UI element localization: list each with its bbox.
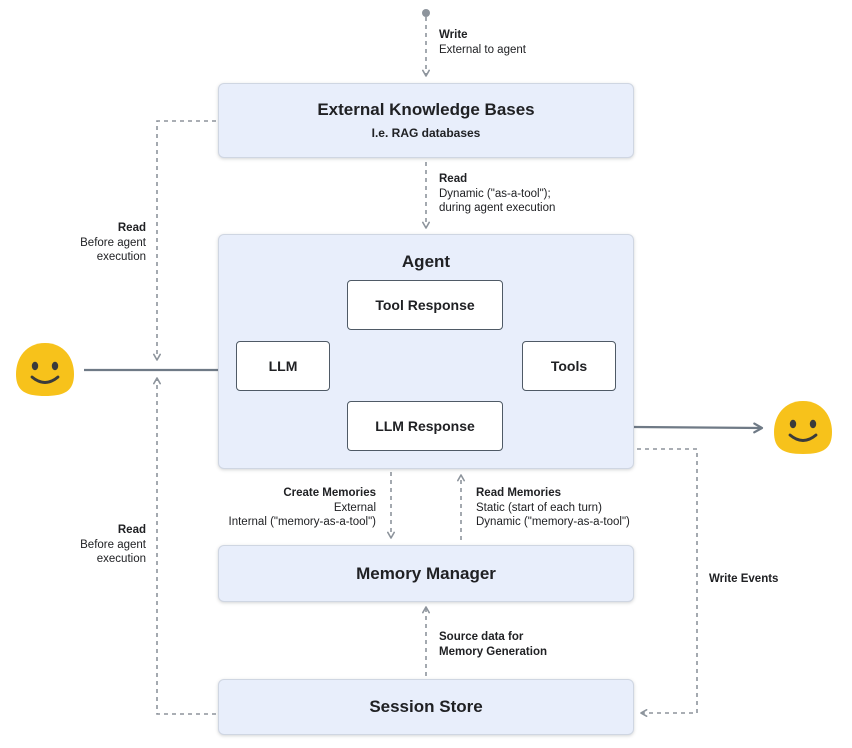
ekb-subtitle: I.e. RAG databases <box>371 126 481 140</box>
tool-response-node: Tool Response <box>347 280 503 330</box>
write-label-line: External to agent <box>439 43 526 56</box>
read-dynamic-line-2: during agent execution <box>439 202 556 214</box>
source-data-title: Source data for <box>439 631 524 643</box>
llm-node: LLM <box>236 341 330 391</box>
create-memories-title: Create Memories <box>283 487 376 499</box>
session-store-box: Session Store <box>218 679 634 735</box>
source-data-label: Source data for Memory Generation <box>439 630 547 659</box>
write-source-dot <box>422 9 430 17</box>
session-store-title: Session Store <box>369 697 483 716</box>
read-dynamic-line-1: Dynamic ("as-a-tool"); <box>439 187 551 200</box>
read-before-bottom-line-1: Before agent <box>80 538 146 551</box>
read-dynamic-label: Read Dynamic ("as-a-tool"); during agent… <box>439 172 555 216</box>
read-memories-label: Read Memories Static (start of each turn… <box>476 486 676 530</box>
memory-manager-box: Memory Manager <box>218 545 634 602</box>
create-memories-line-2: Internal ("memory-as-a-tool") <box>228 516 376 528</box>
memory-manager-title: Memory Manager <box>356 564 496 583</box>
write-events-arrow <box>637 448 698 717</box>
read-memories-line-1: Static (start of each turn) <box>476 501 602 514</box>
ekb-title: External Knowledge Bases <box>317 100 535 119</box>
write-events-label: Write Events <box>709 572 778 587</box>
create-memories-label: Create Memories External Internal ("memo… <box>176 486 376 530</box>
llm-response-node: LLM Response <box>347 401 503 451</box>
read-before-bottom-label: Read Before agent execution <box>40 523 146 567</box>
read-before-bottom-line-2: execution <box>96 553 146 565</box>
read-before-bottom-arrow <box>153 377 216 715</box>
external-knowledge-bases-box: External Knowledge Bases I.e. RAG databa… <box>218 83 634 158</box>
read-before-top-arrow <box>153 120 216 361</box>
write-events-title: Write Events <box>709 573 779 585</box>
create-memories-line-1: External <box>333 501 376 514</box>
write-label-title: Write <box>439 29 468 41</box>
read-before-bottom-title: Read <box>117 524 146 536</box>
read-memories-title: Read Memories <box>476 487 562 499</box>
agent-output-smiling-face-icon <box>774 401 832 454</box>
write-label: Write External to agent <box>439 28 526 57</box>
tools-node: Tools <box>522 341 616 391</box>
read-memories-line-2: Dynamic ("memory-as-a-tool") <box>476 516 630 528</box>
source-data-title-2: Memory Generation <box>439 645 547 658</box>
read-before-top-line-2: execution <box>96 251 146 263</box>
read-before-top-label: Read Before agent execution <box>40 221 146 265</box>
read-dynamic-title: Read <box>439 173 468 185</box>
user-smiling-face-icon <box>16 343 74 396</box>
agent-title: Agent <box>401 252 451 271</box>
read-before-top-title: Read <box>117 222 146 234</box>
read-before-top-line-1: Before agent <box>80 236 146 249</box>
